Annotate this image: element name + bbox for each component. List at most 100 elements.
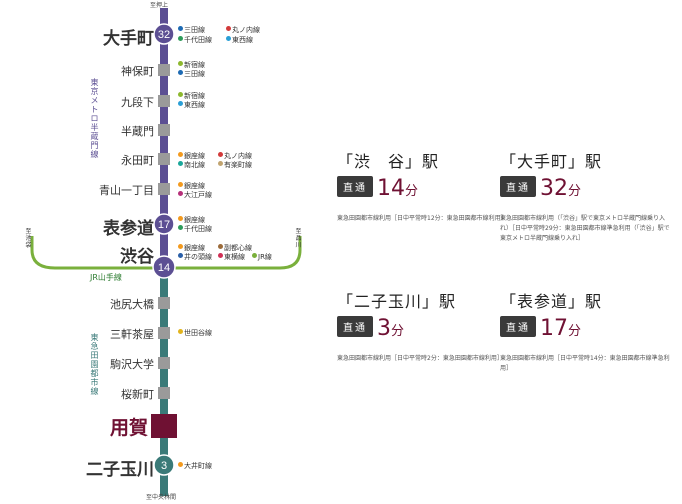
transfer-tag: 銀座線 — [178, 182, 205, 191]
transfer-tag: 千代田線 — [178, 225, 212, 234]
station-name-omotesando: 表参道 — [103, 219, 154, 239]
line-dot-icon — [226, 26, 231, 31]
transfer-tag: 新宿線 — [178, 61, 205, 70]
station-circle-futako — [153, 454, 175, 476]
transfer-tag: 東横線 — [218, 253, 245, 262]
station-box-sakurashinmachi — [158, 387, 170, 399]
station-name-ikejiri-ohashi: 池尻大橋 — [110, 298, 154, 311]
station-box-komazawa — [158, 357, 170, 369]
hanzomon-line-label: 東京メトロ半蔵門線 — [90, 78, 99, 159]
direct-badge: 直通 — [337, 316, 373, 337]
denentoshi-line — [160, 270, 168, 496]
line-dot-icon — [178, 182, 183, 187]
station-number-otemachi: 32 — [158, 29, 170, 41]
station-circle-otemachi — [153, 23, 175, 45]
station-name-nagatacho: 永田町 — [121, 154, 154, 167]
hanzomon-line — [160, 8, 168, 270]
station-circle-shibuya — [152, 255, 176, 279]
transfer-tag: 千代田線 — [178, 36, 212, 45]
line-dot-icon — [178, 191, 183, 196]
station-number-shibuya: 14 — [158, 262, 170, 274]
line-dot-icon — [226, 36, 231, 41]
transfer-tag: 南北線 — [178, 161, 205, 170]
transfer-tag: 大井町線 — [178, 462, 212, 471]
station-box-jimbocho — [158, 64, 170, 76]
station-name-kudanshita: 九段下 — [121, 96, 154, 109]
line-dot-icon — [178, 36, 183, 41]
station-name-sakurashinmachi: 桜新町 — [121, 388, 154, 401]
station-box-sangenjaya — [158, 327, 170, 339]
direct-badge: 直通 — [500, 176, 536, 197]
denentoshi-line-label: 東急田園都市線 — [90, 333, 99, 396]
line-dot-icon — [252, 253, 257, 258]
transfer-tag: JR線 — [252, 253, 272, 262]
minutes-unit: 分 — [391, 324, 405, 339]
minutes-value: 17 — [540, 316, 568, 341]
station-name-shibuya: 渋谷 — [120, 247, 154, 267]
station-number-omotesando: 17 — [158, 219, 170, 231]
card-note: 東急田園都市線利用（「渋谷」駅で東京メトロ半蔵門線乗り入れ）［日中平常時29分：… — [500, 215, 670, 242]
transfer-tag: 銀座線 — [178, 152, 205, 161]
direction-top: 至押上 — [150, 2, 169, 9]
station-box-aoyama — [158, 183, 170, 195]
line-dot-icon — [178, 329, 183, 334]
line-dot-icon — [178, 225, 183, 230]
line-dot-icon — [178, 70, 183, 75]
minutes-value: 14 — [377, 176, 405, 201]
transfer-tag: 銀座線 — [178, 216, 205, 225]
line-dot-icon — [178, 161, 183, 166]
line-dot-icon — [178, 216, 183, 221]
transfer-tag: 副都心線 — [218, 244, 252, 253]
station-name-jimbocho: 神保町 — [121, 65, 154, 78]
station-number-futako: 3 — [161, 460, 167, 472]
line-dot-icon — [178, 101, 183, 106]
station-name-otemachi: 大手町 — [103, 29, 154, 49]
line-dot-icon — [178, 61, 183, 66]
transfer-tag: 世田谷線 — [178, 329, 212, 338]
minutes-unit: 分 — [568, 184, 582, 199]
direct-badge: 直通 — [500, 316, 536, 337]
station-name-hanzomon: 半蔵門 — [121, 125, 154, 138]
direct-badge: 直通 — [337, 176, 373, 197]
line-dot-icon — [218, 161, 223, 166]
line-dot-icon — [178, 244, 183, 249]
line-dot-icon — [178, 152, 183, 157]
station-box-ikejiri — [158, 297, 170, 309]
line-dot-icon — [178, 92, 183, 97]
card-title: 「渋 谷」駅 — [337, 152, 440, 171]
station-box-nagatacho — [158, 153, 170, 165]
station-box-hanzomon — [158, 124, 170, 136]
transfer-tag: 三田線 — [178, 26, 205, 35]
station-name-futako-tamagawa: 二子玉川 — [86, 460, 154, 480]
transfer-tag: 有楽町線 — [218, 161, 252, 170]
transfer-tag: 丸ノ内線 — [218, 152, 252, 161]
station-name-sangenjaya: 三軒茶屋 — [110, 328, 154, 341]
station-circle-omotesando — [153, 213, 175, 235]
transfer-tag: 新宿線 — [178, 92, 205, 101]
line-dot-icon — [218, 152, 223, 157]
station-name-yoga: 用賀 — [109, 417, 148, 439]
transfer-tag: 東西線 — [178, 101, 205, 110]
transfer-tag: 東西線 — [226, 36, 253, 45]
transfer-tag: 三田線 — [178, 70, 205, 79]
direction-left: 至池袋 — [25, 228, 32, 249]
card-title: 「大手町」駅 — [500, 152, 603, 171]
direction-bottom: 至中央林間 — [146, 494, 177, 501]
minutes-unit: 分 — [568, 324, 582, 339]
station-name-aoyama-itchome: 青山一丁目 — [99, 184, 154, 197]
transfer-tag: 井の頭線 — [178, 253, 212, 262]
transfer-tag: 銀座線 — [178, 244, 205, 253]
line-dot-icon — [178, 26, 183, 31]
station-box-kudanshita — [158, 95, 170, 107]
line-dot-icon — [178, 462, 183, 467]
transfer-tag: 丸ノ内線 — [226, 26, 260, 35]
card-title: 「二子玉川」駅 — [337, 292, 457, 311]
